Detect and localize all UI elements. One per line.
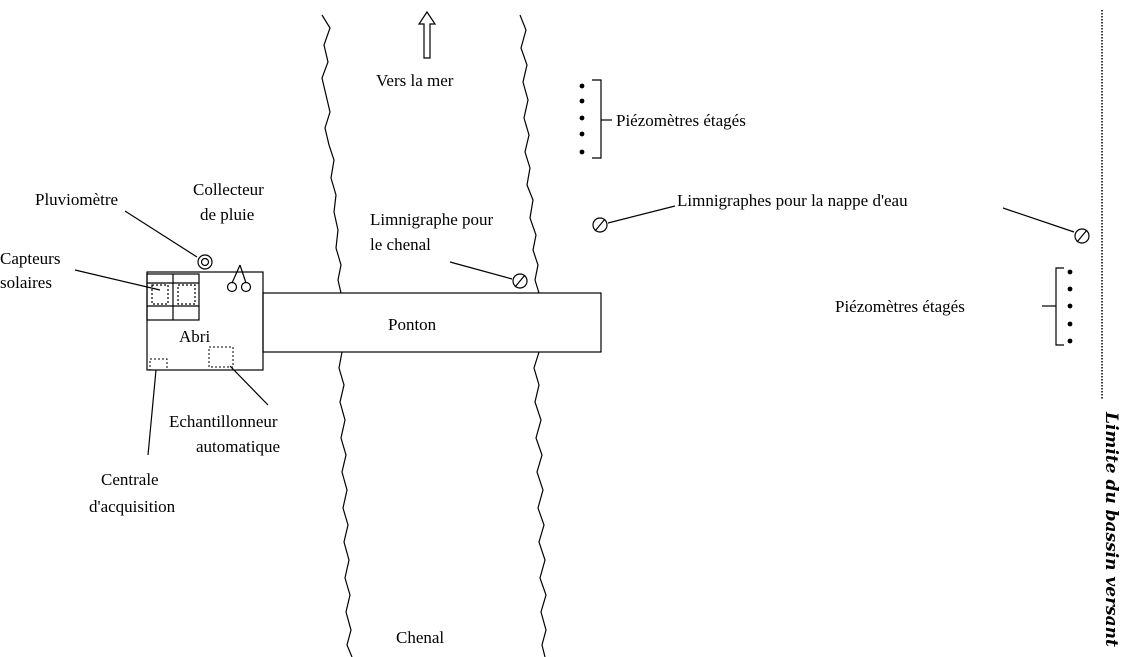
channel-right-bank — [519, 14, 547, 657]
echant-leader-line — [229, 365, 269, 406]
label-limite-bassin: Limite du bassin versant — [1101, 411, 1121, 647]
label-capteurs-1: Capteurs — [0, 249, 60, 268]
label-chenal: Chenal — [396, 628, 444, 647]
automatic-sampler-icon — [208, 346, 234, 368]
label-limnigraphes-nappe: Limnigraphes pour la nappe d'eau — [677, 191, 908, 210]
label-piezometres-right: Piézomètres étagés — [835, 297, 965, 316]
solar-panel-icon — [146, 273, 200, 321]
label-piezometres-top: Piézomètres étagés — [616, 111, 746, 130]
piezometer-group-right — [1042, 267, 1073, 346]
groundwater-limnigraph-right-icon — [1074, 228, 1090, 244]
label-collecteur-2: de pluie — [200, 205, 254, 224]
capteurs-leader-line — [74, 269, 161, 291]
label-vers-la-mer: Vers la mer — [376, 71, 454, 90]
label-ponton: Ponton — [388, 315, 437, 334]
label-capteurs-2: solaires — [0, 273, 52, 292]
data-logger-icon — [149, 358, 168, 371]
rain-collector-icon — [226, 264, 252, 293]
shelter-box — [146, 271, 264, 371]
label-collecteur-1: Collecteur — [193, 180, 264, 199]
label-pluviometre: Pluviomètre — [35, 190, 118, 209]
pluviometre-leader-line — [124, 210, 198, 258]
label-echantillonneur-1: Echantillonneur — [169, 412, 278, 431]
label-limni-chenal-1: Limnigraphe pour — [370, 210, 494, 229]
label-centrale-2: d'acquisition — [89, 497, 176, 516]
pontoon — [262, 292, 602, 353]
limni-chenal-leader-line — [449, 261, 513, 280]
direction-arrow-icon — [417, 10, 437, 59]
channel-limnigraph-icon — [512, 273, 528, 289]
piezometer-group-top — [579, 79, 612, 159]
limni-nappe-leader-left — [607, 205, 676, 224]
limni-nappe-leader-right — [1002, 207, 1075, 233]
groundwater-limnigraph-left-icon — [592, 217, 608, 233]
label-centrale-1: Centrale — [101, 470, 159, 489]
centrale-leader-line — [147, 369, 157, 456]
channel-left-bank — [321, 14, 353, 657]
rain-gauge-icon — [197, 254, 213, 270]
label-echantillonneur-2: automatique — [196, 437, 280, 456]
label-abri: Abri — [179, 327, 210, 346]
label-limni-chenal-2: le chenal — [370, 235, 431, 254]
